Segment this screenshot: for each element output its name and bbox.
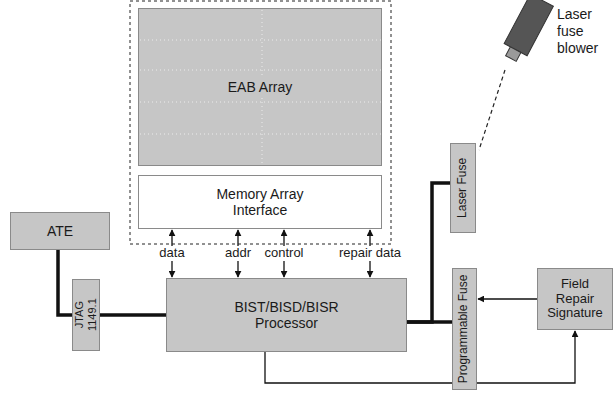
fuse-box: Laser Fuse [450,143,476,233]
node-label: Programmable Fuse [458,275,472,384]
fuse-box: Programmable Fuse [452,268,477,390]
memory-region-outline [130,1,391,244]
laser-fuse-blower [499,0,553,65]
signal-arrow [478,298,537,299]
array-grid [140,10,381,164]
bus-wire [100,313,166,317]
interface-box: Memory Array Interface [138,175,382,229]
signal-name: control [262,246,305,260]
signal-name: data [157,246,186,260]
bus-wire [407,320,452,324]
node-label: BIST/BISD/BISR Processor [212,299,362,331]
memory-array-box: EAB Array [138,8,382,166]
jtag-port: JTAG 1149.1 [72,279,100,351]
processor-box: BIST/BISD/BISR Processor [166,278,407,352]
node-label: EAB Array [223,78,298,96]
bus-wire [407,183,450,322]
signal-name: addr [223,246,253,260]
bus-wire [58,250,72,315]
tester-box: ATE [10,212,110,250]
node-label: Field Repair Signature [543,277,607,322]
node-label: JTAG 1149.1 [73,293,98,337]
node-label: ATE [47,223,73,239]
signal-name: repair data [337,246,403,260]
node-label: Memory Array Interface [200,186,320,218]
signature-box: Field Repair Signature [537,268,613,330]
device-label: Laser fuse blower [557,6,609,56]
node-label: Laser Fuse [456,158,470,218]
laser-beam [479,70,505,150]
